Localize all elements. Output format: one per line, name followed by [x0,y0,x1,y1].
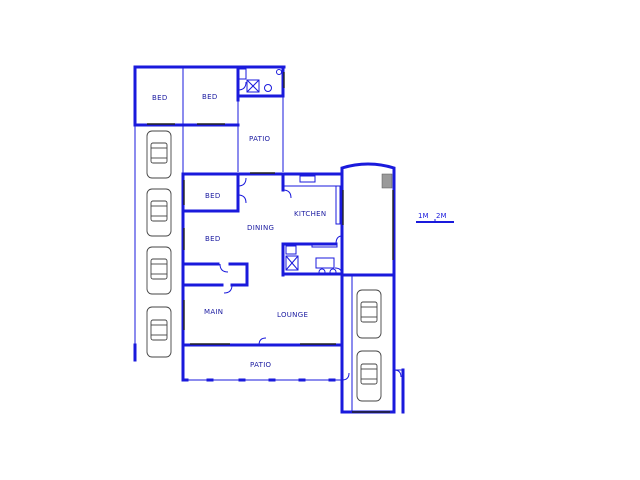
room-labels: BED BED PATIO BED BED DINING KITCHEN MAI… [152,93,326,369]
room-label-kitchen: KITCHEN [294,210,326,218]
room-label-bed-mid-upper: BED [205,192,221,200]
scale-label-2m: 2M [436,212,447,220]
room-label-patio-bottom: PATIO [250,361,272,369]
car-5 [356,289,382,339]
cars [146,130,382,402]
walls [133,65,405,414]
toilet-fixture-2 [318,268,326,276]
room-label-dining: DINING [247,224,274,232]
windows [147,72,394,413]
kitchen-appliance [381,173,393,189]
doors [219,81,402,381]
car-2 [146,188,172,237]
room-label-patio-top: PATIO [249,135,271,143]
scale-label-1m: 1M [418,212,429,220]
car-6 [356,350,382,402]
fixtures [237,68,393,276]
car-4 [146,306,172,358]
room-label-lounge: LOUNGE [277,311,308,319]
scale-bar: 1M 2M [416,212,454,223]
room-label-bed-top-right: BED [202,93,218,101]
room-label-bed-top-left: BED [152,94,168,102]
room-label-main: MAIN [204,308,223,316]
car-1 [146,130,172,179]
car-3 [146,246,172,295]
room-label-bed-mid-lower: BED [205,235,221,243]
shower-fixture-2 [285,255,299,271]
toilet-fixture [264,84,272,92]
shower-fixture [246,79,260,93]
